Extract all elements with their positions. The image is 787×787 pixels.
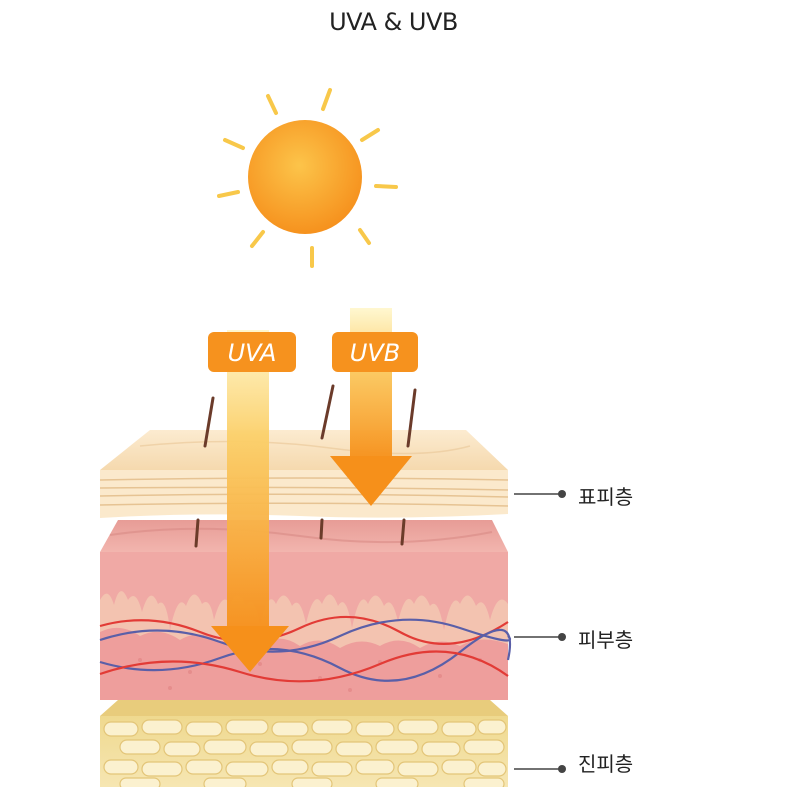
uvb-label: UVB <box>350 339 400 367</box>
dermis-leader <box>514 633 566 641</box>
epidermis-layer <box>99 384 509 518</box>
uvb-label-pill: UVB <box>332 332 418 372</box>
subcutis-leader <box>514 765 566 773</box>
dermis-layer <box>99 518 512 700</box>
uva-label: UVA <box>228 339 277 367</box>
subcutis-label: 진피층 <box>578 752 634 776</box>
epidermis-label: 표피층 <box>578 485 634 509</box>
dermis-label: 피부층 <box>578 628 634 652</box>
uva-arrow <box>211 330 289 672</box>
uva-label-pill: UVA <box>208 332 296 372</box>
sun-icon <box>217 88 398 268</box>
epidermis-leader <box>514 490 566 498</box>
diagram-title: UVA & UVB <box>329 8 458 36</box>
subcutis-layer <box>100 700 508 787</box>
